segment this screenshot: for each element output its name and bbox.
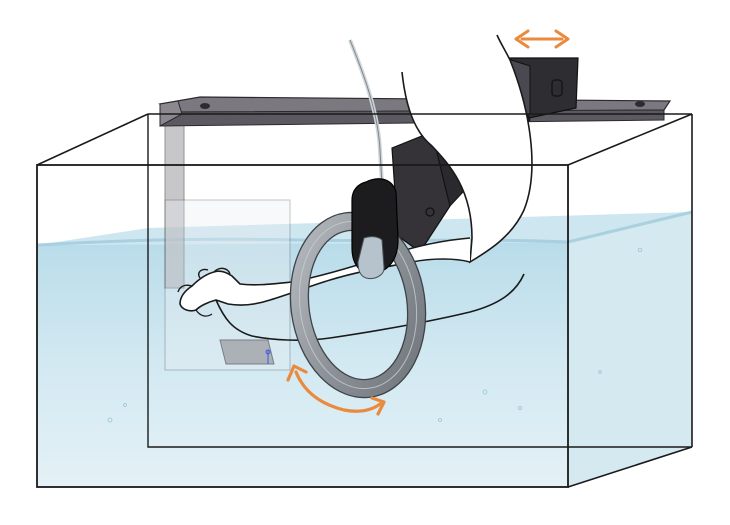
- ultrasound-probe-icon: [348, 39, 399, 279]
- water-front: [37, 242, 568, 487]
- tank-front-edges: [36, 113, 693, 488]
- rotation-ring-icon: [289, 211, 427, 399]
- water-side: [568, 212, 692, 487]
- rotation-arrow-icon: [286, 364, 386, 416]
- translation-arrow-icon: [514, 29, 570, 49]
- tank-back-edges: [147, 114, 692, 448]
- hand-support-plate-icon: [164, 103, 291, 371]
- water-tank-icon: [36, 114, 693, 487]
- water-bubbles: [107, 247, 643, 423]
